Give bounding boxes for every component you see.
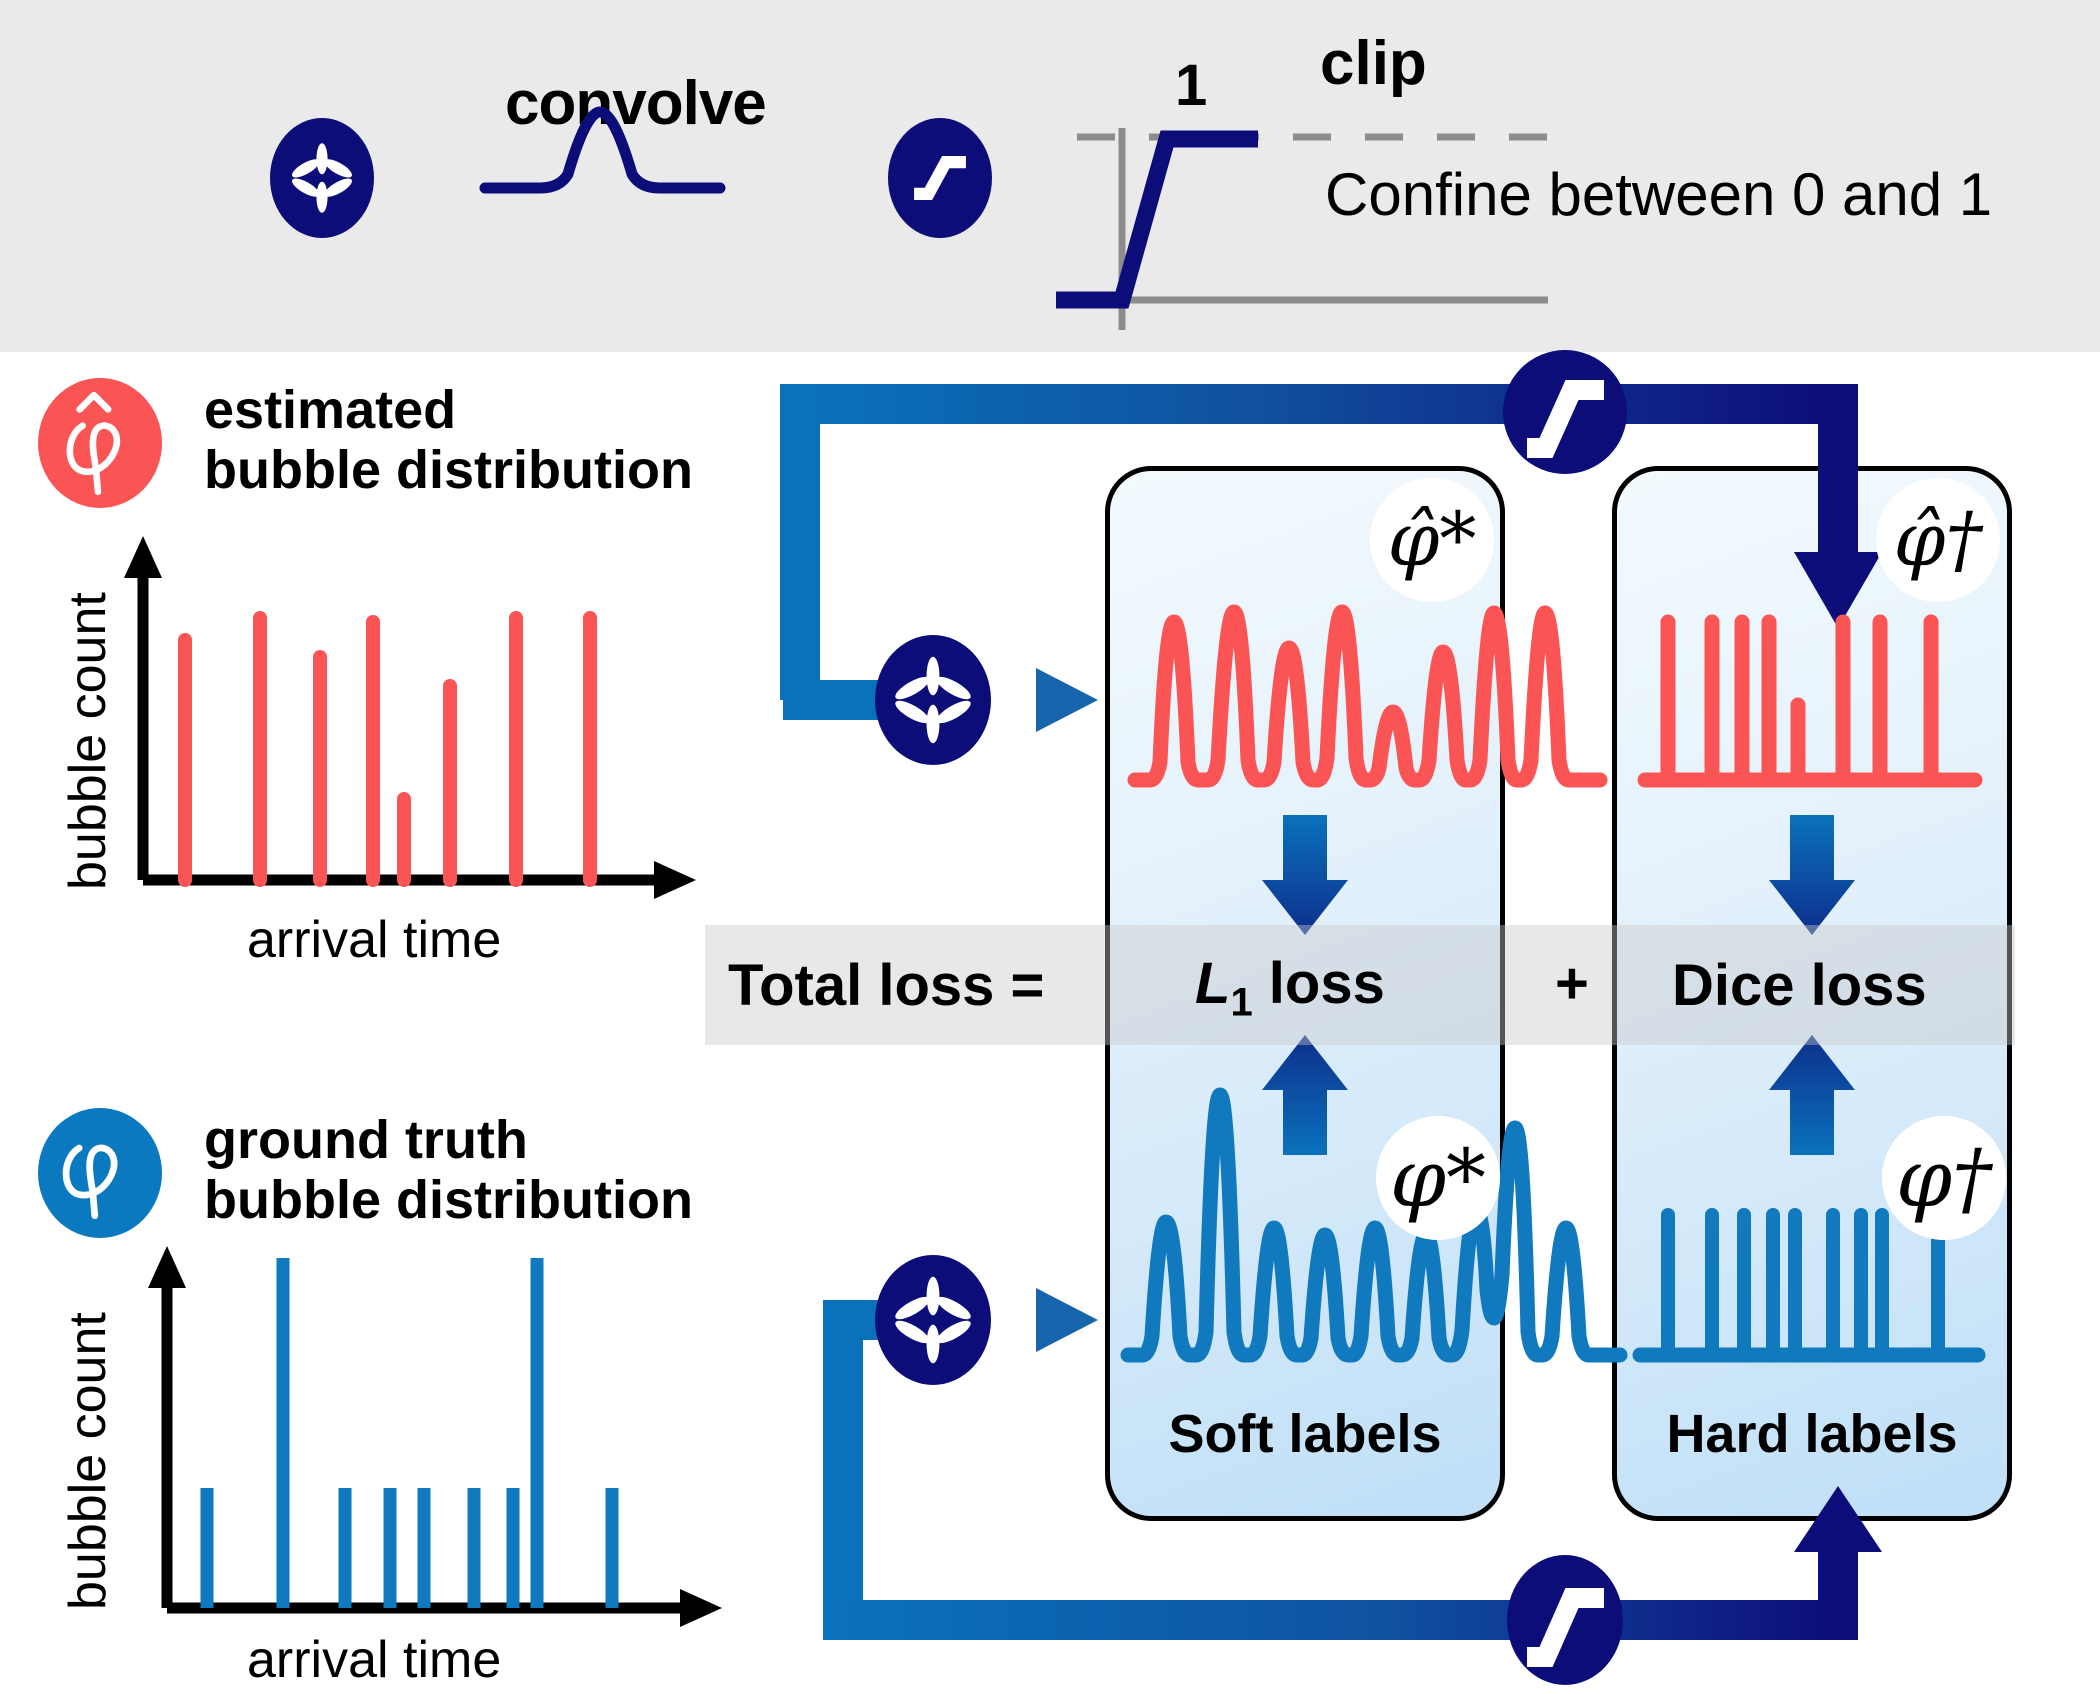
hard-labels-ground-truth-badge: φ† [1882, 1116, 2006, 1240]
soft-labels-estimated-badge-symbol: φ̂* [1387, 497, 1477, 583]
estimated-badge [38, 378, 162, 508]
l1-loss-base: L [1195, 951, 1231, 1016]
hard-labels-ground-truth-badge-symbol: φ† [1895, 1131, 1992, 1225]
clip-description: Confine between 0 and 1 [1325, 161, 1993, 228]
sigmoid-clip-icon-ground-truth [1507, 1555, 1623, 1685]
estimated-title-line1: estimated [204, 380, 457, 440]
convolve-icon-estimated [875, 635, 991, 765]
l1-loss-label: L1 loss [1195, 950, 1385, 1026]
ground-truth-title-line1: ground truth [204, 1110, 528, 1170]
hard-labels-estimated-badge: φ̂† [1876, 478, 2000, 602]
ground-truth-y-axis-label: bubble count [59, 1312, 117, 1610]
hard-labels-caption: Hard labels [1666, 1404, 1958, 1464]
estimated-x-axis-label: arrival time [247, 911, 502, 969]
hard-labels-estimated-badge-symbol: φ̂† [1893, 497, 1983, 583]
estimated-title-line2: bubble distribution [204, 440, 693, 501]
ground-truth-title-line2: bubble distribution [204, 1170, 693, 1231]
total-loss-label: Total loss = [728, 953, 1045, 1018]
soft-labels-caption: Soft labels [1168, 1404, 1442, 1464]
ground-truth-x-axis-label: arrival time [247, 1631, 502, 1689]
clip-label: clip [1320, 29, 1427, 98]
convolve-icon-ground-truth [875, 1255, 991, 1385]
soft-labels-ground-truth-badge-symbol: φ* [1389, 1131, 1486, 1225]
convolve-label: convolve [505, 69, 767, 138]
soft-labels-estimated-badge: φ̂* [1370, 478, 1494, 602]
l1-loss-suffix: loss [1252, 951, 1385, 1016]
clip-axis-one-label: 1 [1175, 53, 1208, 118]
estimated-chart-axes [124, 536, 696, 899]
ground-truth-chart-axes [148, 1246, 722, 1627]
sigmoid-clip-icon-estimated [1503, 350, 1627, 474]
asterisk-convolve-icon [270, 118, 374, 238]
ground-truth-chart-spikes [200, 1258, 619, 1608]
estimated-title: estimated bubble distribution [204, 380, 693, 501]
soft-labels-ground-truth-badge: φ* [1376, 1116, 1500, 1240]
estimated-chart-spikes [178, 611, 597, 887]
loss-plus-operator: + [1555, 951, 1589, 1016]
estimated-y-axis-label: bubble count [59, 592, 117, 890]
dice-loss-label: Dice loss [1672, 953, 1927, 1018]
sigmoid-clip-icon-legend [888, 118, 992, 238]
ground-truth-badge [38, 1108, 162, 1238]
l1-loss-subscript: 1 [1230, 980, 1253, 1025]
ground-truth-title: ground truth bubble distribution [204, 1110, 693, 1231]
